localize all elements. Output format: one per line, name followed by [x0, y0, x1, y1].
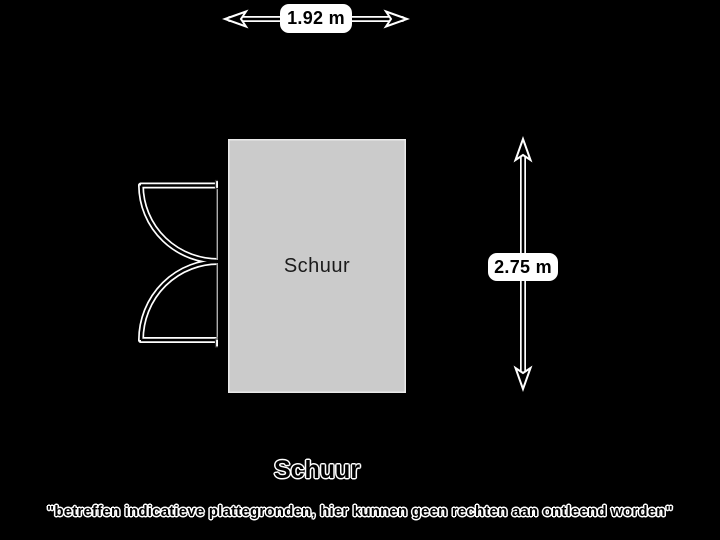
door-swing-arc-bottom — [139, 260, 221, 341]
plan-title: Schuur — [273, 456, 361, 484]
width-dimension-label: 1.92 m — [280, 4, 352, 33]
room-schuur: Schuur — [218, 129, 416, 403]
height-dimension-label: 2.75 m — [488, 253, 558, 281]
double-door — [138, 179, 227, 348]
door-swing-arc-top — [139, 185, 221, 263]
disclaimer-text: "betreffen indicatieve plattegronden, hi… — [47, 503, 673, 520]
room-label: Schuur — [283, 254, 351, 277]
